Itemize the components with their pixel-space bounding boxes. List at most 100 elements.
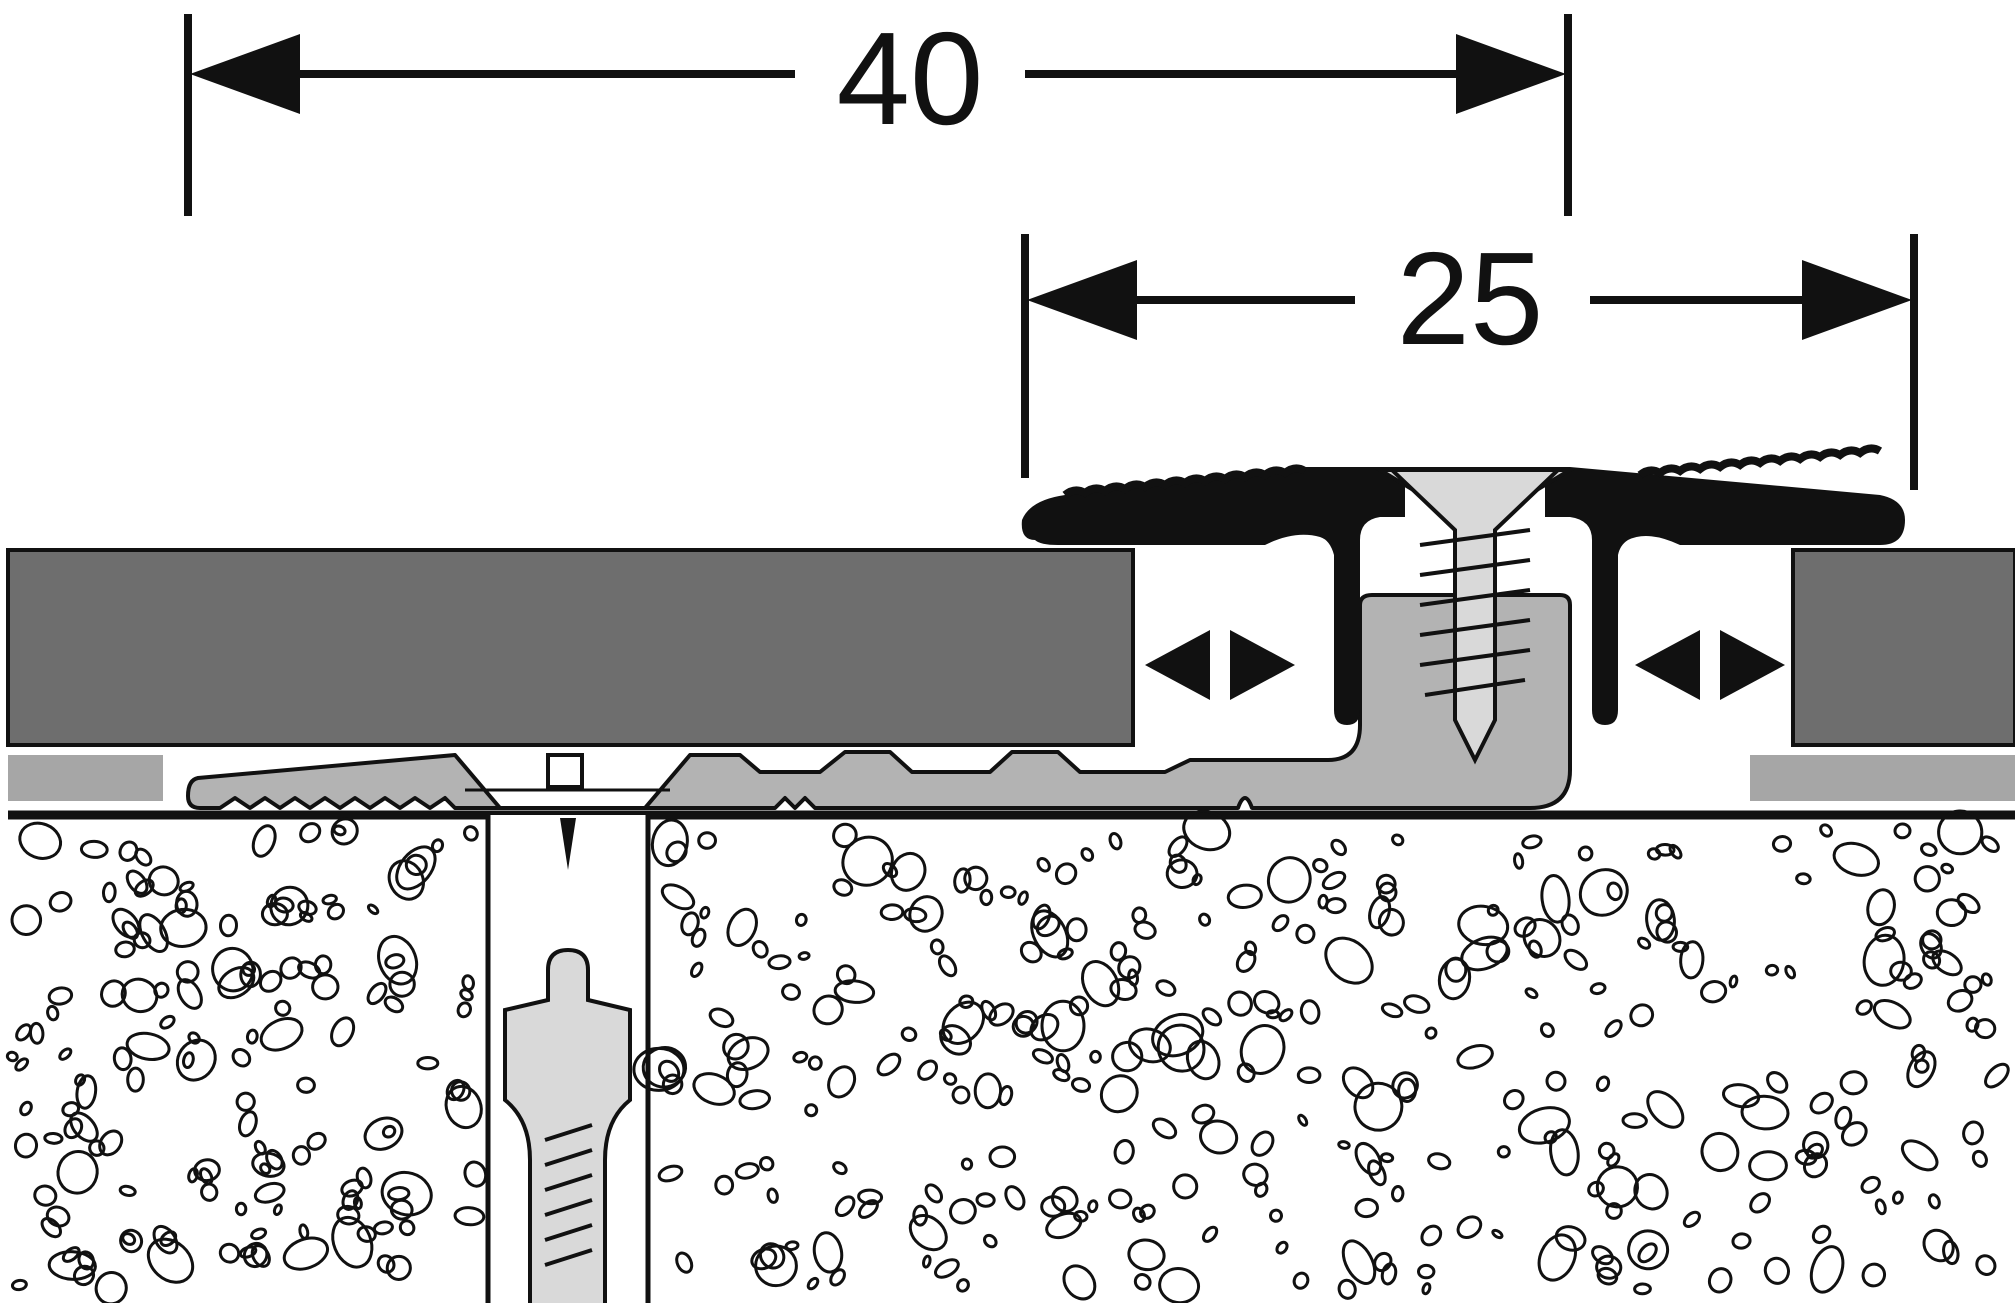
aggregate-pebble [40,1217,63,1239]
right-underlay [1750,755,2015,801]
dimension-arrow-icon [1802,260,1912,340]
aggregate-pebble [404,853,428,877]
aggregate-pebble [398,1219,416,1237]
aggregate-pebble [784,1240,800,1252]
aggregate-pebble [1109,941,1128,962]
aggregate-pebble [1629,1003,1655,1028]
aggregate-pebble [388,970,416,998]
aggregate-pebble [939,1024,972,1056]
aggregate-pebble [829,1268,846,1287]
aggregate-pebble [1809,1091,1834,1115]
aggregate-pebble [1330,838,1347,857]
aggregate-pebble [734,1162,760,1180]
aggregate-pebble [377,934,419,986]
aggregate-pebble [1029,1012,1060,1042]
aggregate-pebble [352,1196,363,1211]
aggregate-pebble [1377,907,1405,937]
aggregate-pebble [632,1046,686,1092]
aggregate-pebble [387,1186,411,1202]
aggregate-pebble [1707,1267,1733,1294]
aggregate-pebble [1604,1019,1623,1039]
aggregate-pebble [832,878,854,897]
aggregate-pebble [1296,1066,1322,1084]
aggregate-pebble [72,1264,96,1287]
cover-screw [1387,468,1563,765]
aggregate-pebble [1633,1282,1652,1296]
aggregate-pebble [245,1028,259,1045]
dimension-arrow-icon [1456,34,1566,114]
aggregate-pebble [1543,1130,1558,1145]
right-floor-board [1791,548,2015,747]
aggregate-pebble [1809,1245,1845,1294]
aggregate-pebble [1962,1120,1984,1146]
aggregate-pebble [265,1148,284,1171]
aggregate-pebble [680,911,700,937]
aggregate-pebble [1655,920,1678,944]
aggregate-pebble [1540,874,1571,924]
aggregate-pebble [1375,873,1397,895]
aggregate-pebble [330,817,359,846]
aggregate-pebble [178,880,195,893]
aggregate-pebble [231,1047,252,1068]
aggregate-pebble [380,1170,433,1217]
aggregate-pebble [331,1215,374,1269]
aggregate-pebble [1771,835,1793,853]
aggregate-pebble [1253,990,1281,1015]
aggregate-pebble [697,831,717,850]
aggregate-pebble [767,954,792,971]
aggregate-pebble [1980,835,2000,853]
aggregate-pebble [159,907,208,948]
aggregate-pebble [1900,1139,1939,1172]
aggregate-pebble [953,867,972,894]
aggregate-pebble [1070,1077,1092,1093]
aggregate-pebble [28,1021,45,1045]
aggregate-pebble [1151,1117,1178,1140]
aggregate-pebble [1198,912,1212,927]
movement-arrow-icon [1230,630,1295,700]
aggregate-pebble [1403,994,1431,1014]
aggregate-pebble [1784,964,1797,980]
aggregate-pebble [708,1007,735,1029]
aggregate-pebble [298,1223,310,1240]
aggregate-pebble [794,912,808,927]
aggregate-pebble [1889,960,1913,982]
aggregate-pebble [1354,1141,1383,1176]
aggregate-pebble [1920,842,1938,857]
aggregate-pebble [1728,974,1739,989]
aggregate-pebble [1127,1238,1166,1272]
aggregate-pebble [657,1164,684,1183]
aggregate-pebble [47,1250,97,1281]
aggregate-pebble [10,904,43,936]
aggregate-pebble [929,938,945,956]
aggregate-pebble [94,1271,128,1303]
aggregate-pebble [1855,999,1873,1016]
aggregate-pebble [273,896,295,914]
aggregate-pebble [912,1204,929,1227]
aggregate-pebble [1512,852,1525,870]
aggregate-pebble [235,1091,256,1112]
aggregate-pebble [1156,1023,1206,1073]
aggregate-pebble [1373,1251,1393,1273]
aggregate-pebble [1913,865,1941,893]
aggregate-pebble [159,1230,178,1247]
aggregate-pebble [1017,890,1029,906]
aggregate-pebble [1297,1113,1309,1127]
aggregate-pebble [1109,977,1138,1002]
aggregate-pebble [200,1182,219,1202]
aggregate-pebble [1589,982,1607,996]
aggregate-pebble [1940,862,1955,875]
aggregate-pebble [1731,1232,1752,1250]
aggregate-pebble [714,1174,735,1196]
aggregate-pebble [389,1198,414,1221]
aggregate-pebble [1113,1138,1135,1165]
aggregate-pebble [900,1026,918,1043]
aggregate-pebble [251,1151,286,1178]
aggregate-pebble [132,931,152,950]
aggregate-pebble [146,1237,195,1284]
aggregate-pebble [832,822,858,849]
aggregate-pebble [1491,1228,1504,1240]
aggregate-pebble [1444,956,1468,983]
aggregate-pebble [1679,940,1705,980]
aggregate-pebble [1390,1185,1405,1203]
aggregate-pebble [1185,1039,1221,1081]
